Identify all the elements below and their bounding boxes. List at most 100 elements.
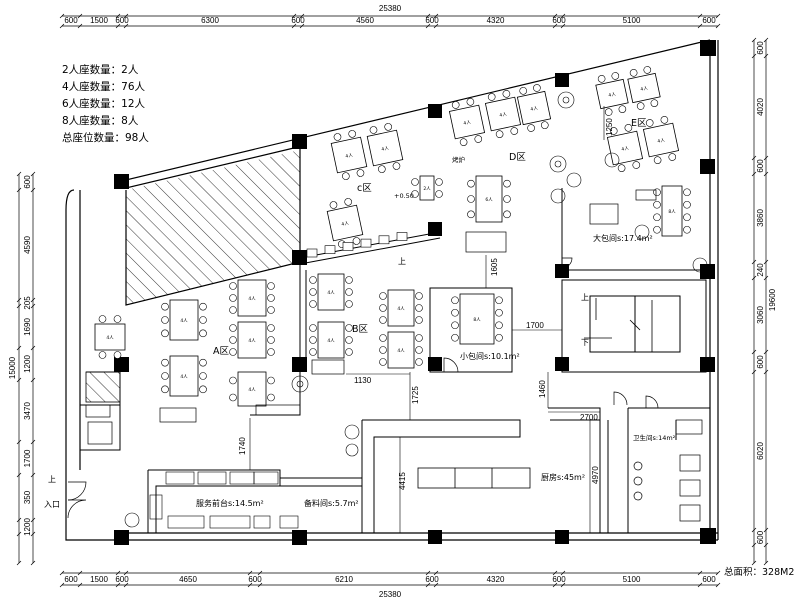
table-9: 4人: [379, 331, 423, 369]
chair: [199, 302, 207, 311]
table-label-19: 4人: [608, 91, 617, 99]
chair: [229, 324, 237, 332]
table-3: 4人: [229, 321, 275, 359]
chair: [329, 201, 338, 209]
chair: [229, 294, 237, 302]
kitchen-counter: [417, 467, 531, 489]
chair: [98, 351, 107, 359]
seat-summary: 2人座数量：2人 4人座数量：76人 6人座数量：12人 8人座数量：8人 总座…: [62, 62, 149, 147]
table-22: 4人: [642, 116, 680, 164]
chair: [309, 336, 317, 344]
chair: [459, 138, 468, 146]
zone-c-label: c区: [357, 183, 372, 194]
table-label-3: 4人: [248, 338, 256, 344]
chair: [466, 98, 475, 106]
chair: [379, 304, 387, 312]
top-dim-7: 4320: [487, 16, 505, 25]
grill-label: 烤炉: [452, 155, 466, 164]
chair: [632, 161, 641, 169]
chair: [653, 156, 662, 164]
chair: [379, 334, 387, 342]
chair: [344, 198, 352, 206]
chair: [636, 102, 645, 110]
chair: [345, 336, 353, 344]
bottom-dim-2: 600: [115, 575, 129, 584]
chair: [611, 72, 620, 80]
chair: [668, 153, 677, 161]
table-18: 4人: [516, 84, 552, 132]
sofas: [85, 189, 657, 445]
right-dim-3: 3860: [756, 209, 765, 227]
chair: [629, 69, 638, 77]
table-label-6: 4人: [327, 290, 335, 296]
table-label-21: 4人: [621, 145, 630, 153]
room-service-desk: 服务前台s:14.5m²: [196, 498, 264, 508]
table-label-17: 4人: [499, 111, 508, 119]
chair: [345, 276, 353, 284]
right-dim-8: 600: [756, 530, 765, 544]
chair: [342, 172, 350, 180]
top-dim-2: 600: [115, 16, 129, 25]
chair: [683, 200, 691, 209]
right-dim-7: 6020: [756, 442, 765, 460]
chair: [98, 315, 107, 323]
table-label-8: 4人: [397, 306, 405, 312]
chair: [660, 116, 669, 124]
chair: [345, 348, 353, 356]
chair: [348, 130, 356, 138]
doors: [67, 257, 659, 519]
chair: [199, 385, 207, 394]
chair: [495, 130, 504, 138]
chair: [369, 126, 378, 134]
chair: [597, 75, 606, 83]
chair: [229, 306, 237, 314]
chair: [519, 87, 528, 95]
booth-seat: [360, 238, 372, 248]
chair: [653, 225, 661, 234]
left-dim-8: 1200: [23, 518, 32, 536]
left-dim-5: 3470: [23, 402, 32, 420]
chair: [309, 348, 317, 356]
table-11: 4人: [330, 130, 368, 180]
elevation-label: +0.50: [394, 192, 414, 200]
chair: [113, 315, 122, 323]
booth-seat: [378, 235, 390, 245]
chair: [683, 225, 691, 234]
right-dim-2: 600: [756, 159, 765, 173]
chair: [609, 127, 618, 135]
chair: [345, 288, 353, 296]
table-5: 4人: [94, 315, 126, 359]
chair: [451, 296, 459, 305]
total-area-label: 总面积：328M2: [724, 566, 794, 578]
zone-a-label: A区: [213, 346, 229, 357]
restroom-fixtures: [633, 419, 703, 522]
dim-1740: 1740: [238, 437, 247, 455]
seat-summary-4: 4人座数量：76人: [62, 81, 146, 93]
chair: [451, 333, 459, 342]
top-dim-5: 4560: [356, 16, 374, 25]
table-label-0: 4人: [180, 318, 188, 324]
top-dim-1: 1500: [90, 16, 108, 25]
booth-seat: [324, 245, 336, 254]
chair: [451, 101, 460, 109]
left-dim-1: 4590: [23, 236, 32, 254]
chair: [267, 324, 275, 332]
booth-seat: [306, 248, 318, 258]
chair: [467, 210, 475, 219]
chair: [309, 300, 317, 308]
top-total-dim: 25380: [379, 4, 402, 13]
chair: [309, 276, 317, 284]
dim-4970: 4970: [591, 466, 600, 484]
table-20: 4人: [627, 66, 661, 110]
chair: [267, 294, 275, 302]
room-small-private: 小包间s:10.1m²: [460, 351, 520, 361]
chair: [474, 135, 483, 143]
chair: [645, 119, 654, 127]
chair: [467, 179, 475, 188]
chair: [415, 346, 423, 354]
left-dim-7: 350: [23, 490, 32, 504]
chair: [415, 316, 423, 324]
chair: [309, 288, 317, 296]
table-1: 4人: [161, 355, 207, 397]
table-label-15: 6人: [485, 197, 493, 203]
